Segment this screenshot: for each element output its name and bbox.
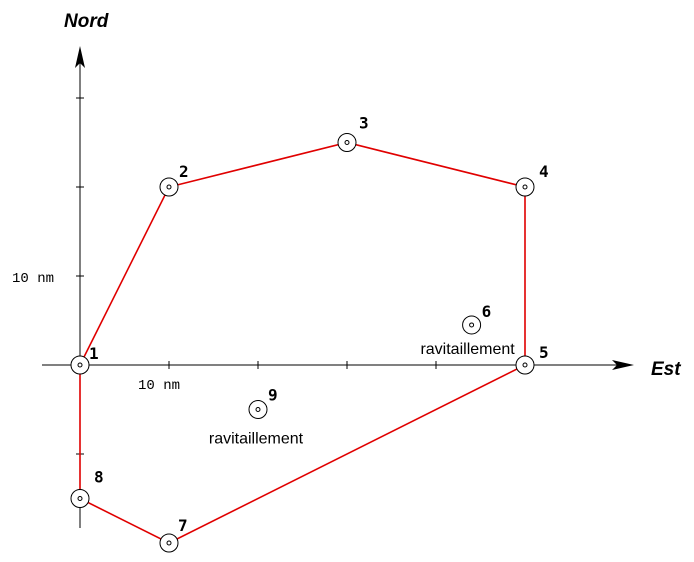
waypoint-marker-icon [337, 133, 357, 152]
waypoint-center-icon [522, 184, 528, 190]
waypoint-7[interactable]: 7 [159, 516, 188, 553]
axis-ticks [76, 97, 526, 455]
waypoint-label: 6 [482, 302, 492, 321]
waypoint-marker-icon [159, 177, 179, 197]
waypoint-label: 8 [94, 468, 104, 487]
waypoint-label: 2 [179, 162, 189, 181]
waypoint-center-icon [166, 540, 172, 546]
waypoint-label: 4 [539, 162, 549, 181]
waypoint-1[interactable]: 1 [70, 344, 99, 375]
waypoint-label: 9 [268, 386, 278, 405]
route-line [79, 141, 526, 544]
north-axis-title: Nord [64, 11, 109, 32]
x-tick-label: 10 nm [138, 378, 180, 394]
waypoint-9[interactable]: 9 ravitaillement [209, 386, 304, 448]
waypoint-center-icon [522, 362, 528, 368]
north-arrow-icon [75, 46, 85, 68]
waypoint-center-icon [77, 496, 83, 501]
waypoint-2[interactable]: 2 [159, 162, 189, 197]
waypoint-note: ravitaillement [420, 341, 515, 358]
east-axis-title: Est [651, 359, 681, 380]
waypoint-center-icon [344, 140, 350, 145]
waypoint-marker-icon [515, 355, 535, 375]
waypoint-label: 5 [539, 343, 549, 362]
waypoint-note: ravitaillement [209, 431, 304, 448]
waypoint-center-icon [166, 184, 172, 190]
waypoints: 1 2 3 4 5 6 ravitaillement 7 8 9 ravitaillement [70, 114, 549, 553]
waypoint-center-icon [469, 322, 475, 328]
waypoint-label: 1 [89, 344, 99, 363]
waypoint-label: 3 [359, 114, 369, 133]
waypoint-marker-icon [70, 489, 90, 508]
waypoint-4[interactable]: 4 [515, 162, 549, 197]
waypoint-6[interactable]: 6 ravitaillement [420, 302, 515, 358]
waypoint-label: 7 [178, 516, 188, 535]
waypoint-marker-icon [159, 533, 179, 553]
y-tick-label: 10 nm [12, 271, 54, 287]
waypoint-3[interactable]: 3 [337, 114, 369, 152]
waypoint-marker-icon [248, 400, 268, 419]
waypoint-8[interactable]: 8 [70, 468, 104, 508]
route-path [79, 141, 526, 544]
axes [42, 46, 634, 528]
waypoint-marker-icon [515, 177, 535, 197]
east-arrow-icon [612, 360, 634, 370]
waypoint-marker-icon [462, 315, 482, 335]
waypoint-5[interactable]: 5 [515, 343, 549, 375]
waypoint-center-icon [255, 407, 261, 412]
waypoint-center-icon [77, 362, 83, 368]
waypoint-marker-icon [70, 355, 90, 375]
